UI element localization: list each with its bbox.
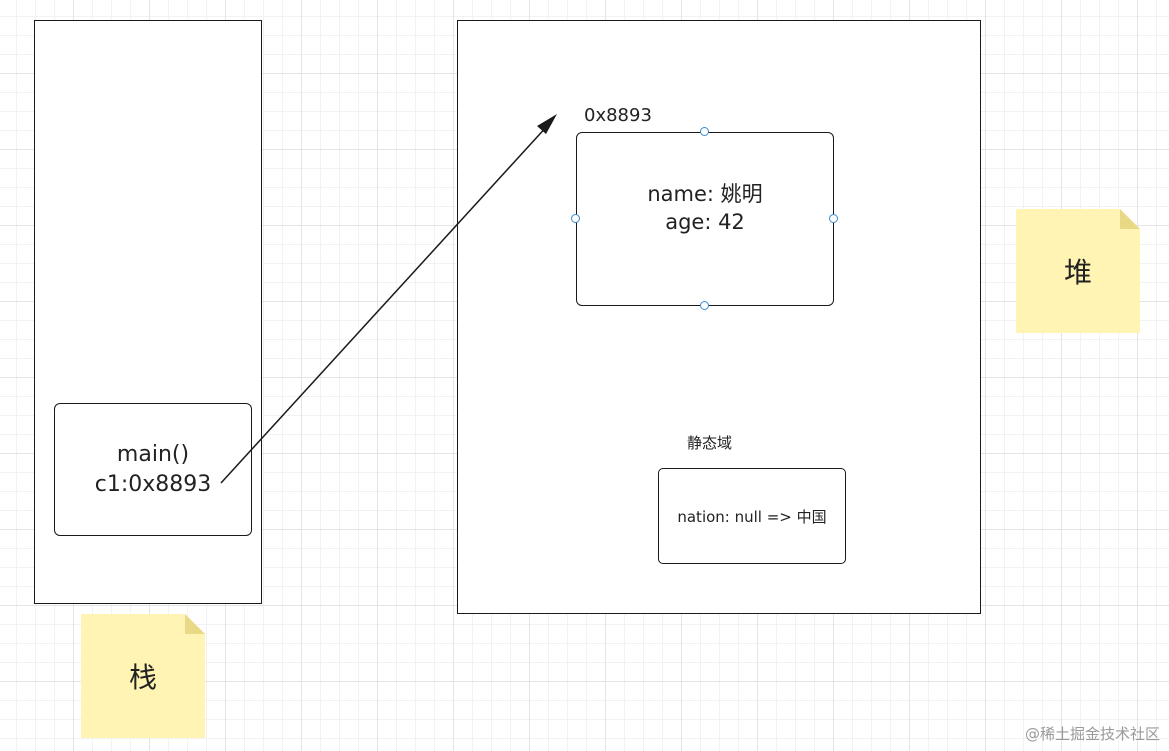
frame-reference-label: c1:0x8893: [94, 471, 212, 497]
object-age-field: age: 42: [665, 210, 745, 234]
resize-handle-top[interactable]: [700, 127, 709, 136]
resize-handle-right[interactable]: [829, 214, 838, 223]
stack-sticky-note[interactable]: 栈: [81, 614, 205, 738]
heap-note-label: 堆: [1063, 256, 1092, 289]
main-stack-frame[interactable]: main() c1:0x8893: [54, 403, 252, 536]
heap-sticky-note[interactable]: 堆: [1016, 209, 1140, 333]
frame-method-label: main(): [116, 441, 190, 467]
reference-arrow-line[interactable]: [220, 123, 550, 484]
resize-handle-left[interactable]: [571, 214, 580, 223]
reference-arrow-head: [537, 114, 557, 134]
object-address-label: 0x8893: [584, 105, 652, 126]
object-name-field: name: 姚明: [647, 182, 763, 206]
stack-note-label: 栈: [128, 661, 157, 694]
resize-handle-bottom[interactable]: [700, 301, 709, 310]
watermark: @稀土掘金技术社区: [1024, 725, 1160, 743]
static-area-label: 静态域: [687, 434, 733, 452]
static-area-box[interactable]: nation: null => 中国: [658, 468, 846, 564]
static-field-label: nation: null => 中国: [677, 507, 827, 526]
